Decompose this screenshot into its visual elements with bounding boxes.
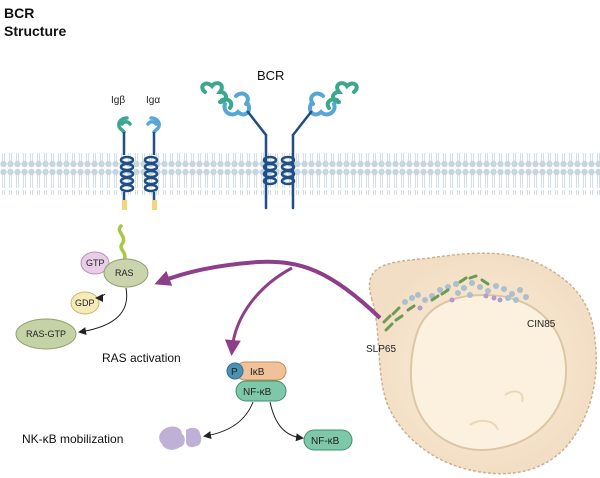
ig-alpha-chain bbox=[143, 116, 161, 210]
ig-beta-label: Igβ bbox=[111, 95, 125, 106]
b-cell: SLP65 CIN85 bbox=[366, 252, 597, 475]
ikb-label: IκB bbox=[250, 367, 265, 378]
gdp-bubble bbox=[70, 291, 100, 315]
nfkb-to-free-arrow bbox=[269, 401, 304, 442]
nfkb-to-degraded-arrow bbox=[203, 401, 254, 439]
ras-label: RAS bbox=[115, 268, 134, 278]
ras-to-rasgtp-arrow bbox=[78, 287, 128, 336]
nfkb-label: NF-κB bbox=[243, 387, 272, 398]
gtp-label: GTP bbox=[86, 258, 105, 268]
ras-module: GTP RAS GDP RAS-GTP bbox=[15, 224, 149, 350]
title-line-1: BCR bbox=[4, 5, 34, 21]
ig-alpha-label: Igα bbox=[146, 95, 160, 106]
purple-arrows bbox=[154, 259, 382, 356]
gdp-label: GDP bbox=[75, 298, 95, 308]
nfkb-shape bbox=[235, 380, 287, 402]
nfkb-free-label: NF-κB bbox=[311, 436, 340, 447]
ras-activation-label: RAS activation bbox=[102, 351, 181, 365]
title-line-2: Structure bbox=[4, 23, 66, 39]
slp65-cin85-clusters bbox=[382, 274, 529, 332]
nfkb-mobilization-label: NK-κB mobilization bbox=[22, 432, 123, 446]
ras-gtp-label: RAS-GTP bbox=[26, 329, 66, 339]
phospho-label: P bbox=[231, 367, 238, 378]
nfkb-free-shape bbox=[303, 429, 353, 451]
bcr-receptor bbox=[200, 81, 359, 210]
ig-beta-chain bbox=[117, 116, 135, 210]
degraded-ikb-fragments bbox=[159, 426, 202, 450]
bcr-transmembrane-helices bbox=[262, 155, 296, 186]
ras-anchor bbox=[117, 224, 127, 262]
gtp-bubble bbox=[80, 251, 110, 275]
arrow-to-nfkb bbox=[224, 266, 293, 356]
arrow-to-ras bbox=[154, 259, 382, 320]
ras-bubble bbox=[103, 258, 149, 288]
phospho-circle bbox=[226, 362, 244, 380]
ras-gtp-bubble bbox=[15, 318, 77, 350]
nfkb-complex: IκB P NF-κB bbox=[226, 361, 287, 402]
plasma-membrane bbox=[0, 153, 600, 195]
cin85-label: CIN85 bbox=[527, 319, 556, 330]
ras-to-gdp-arrow bbox=[95, 293, 106, 302]
slp65-label: SLP65 bbox=[366, 344, 396, 355]
bcr-label: BCR bbox=[257, 68, 284, 83]
